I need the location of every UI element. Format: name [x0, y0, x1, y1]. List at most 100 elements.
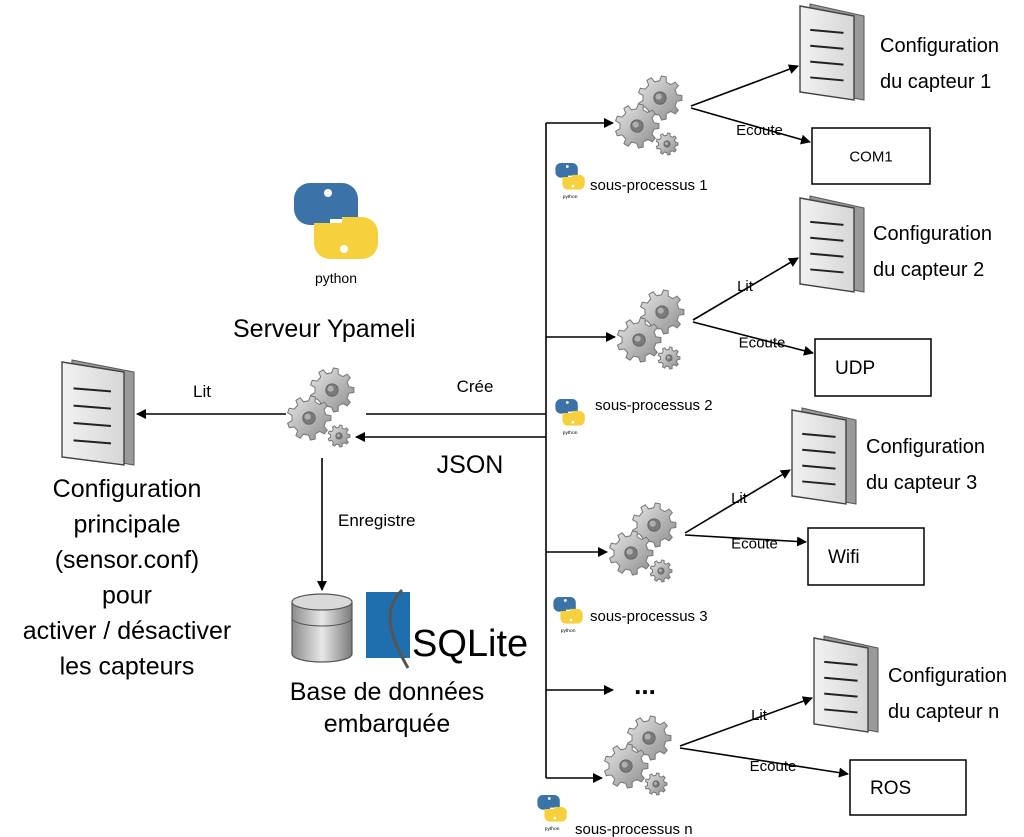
subprocess-4-python-logo-blue-half [537, 795, 564, 810]
subprocess-2-python-logo-yellow-half [561, 410, 585, 426]
server-gears-gear-large [309, 367, 355, 413]
subprocess-1-config-doc-text-line [810, 60, 844, 66]
subprocess-4-python-logo-eye-bottom [553, 816, 557, 820]
subprocess-2-listens-edge [692, 321, 814, 356]
subprocess-2-channel-box-label: UDP [835, 358, 875, 379]
subprocess-1-config-doc-text-line [810, 28, 844, 34]
subprocess-2-edge-label-ecoute: Ecoute [739, 335, 786, 352]
subprocess-3-config-doc-text-line [802, 448, 836, 454]
sqlite-logo-feather [388, 588, 410, 669]
subprocess-4-edge-label-ecoute: Ecoute [750, 758, 797, 775]
subprocess-3-gears-gear-left [608, 530, 654, 576]
subprocess-1-gears-gear-left [614, 103, 660, 149]
subprocess-4-python-logo: python [537, 795, 567, 832]
subprocess-4-gears [603, 715, 672, 796]
subprocess-1-edge-label-ecoute: Ecoute [736, 122, 783, 139]
main-config-doc-text-line [73, 439, 112, 445]
subprocess-3-gears-gear-small-hub-shine [658, 568, 662, 572]
server-gears-gear-small-hub-shine [336, 433, 340, 437]
subprocess-3-edge-label-ecoute: Ecoute [731, 536, 778, 553]
subprocess-3-reads-config-edge [684, 469, 791, 534]
subprocess-3-config-label-line: Configuration [866, 436, 985, 458]
database-ring [291, 617, 353, 627]
subprocess-1-reads-config-edge [690, 64, 799, 107]
subprocess-1-gears-gear-large-hub-shine [655, 93, 662, 100]
main-config-label-line: activer / désactiver [23, 617, 231, 645]
edge-label-cree: Crée [457, 377, 494, 396]
subprocess-4-channel-box [849, 759, 967, 816]
main-config-label-line: (sensor.conf) [55, 546, 200, 574]
sqlite-logo-wordmark: SQLite [412, 623, 528, 665]
subprocess-3-name: sous-processus 3 [590, 608, 708, 625]
subprocess-3-gears [608, 502, 677, 583]
subprocess-2-config-label-line: du capteur 2 [873, 259, 984, 281]
subprocess-2-config-doc-text-line [810, 220, 844, 226]
subprocess-2-gears [616, 289, 685, 370]
server-gears-gear-small [327, 424, 351, 448]
subprocess-2-reads-config-edge [692, 257, 799, 321]
subprocess-4-python-logo-yellow-half [543, 806, 567, 822]
server-gears-gear-left [286, 395, 332, 441]
subprocess-1-config-doc-text-line [810, 76, 844, 82]
subprocess-3-python-logo-yellow-half [559, 608, 583, 624]
subprocess-3-config-doc-text-line [802, 480, 836, 486]
database-label-line: embarquée [324, 710, 450, 738]
subprocess-3-listens-edge [684, 534, 807, 547]
subprocess-4-python-logo-eye-top [547, 797, 551, 800]
subprocess-4-gears-gear-large [626, 715, 672, 761]
main-config-doc-page [61, 361, 125, 466]
subprocess-3-channel-box [807, 527, 925, 586]
subprocess-1-listens-edge [690, 107, 811, 145]
subprocess-1-config-doc-page [799, 5, 855, 101]
python-logo-main-eye-bottom [340, 245, 348, 253]
edges [136, 64, 849, 783]
subprocess-4-config-doc [813, 635, 879, 733]
subprocess-4-config-doc-page [813, 637, 869, 733]
edge-label-json: JSON [437, 451, 504, 479]
subprocess-3-python-logo-blue-half [553, 597, 580, 612]
subprocess-4-reads-config-edge [679, 696, 813, 747]
subprocess-2-python-logo: python [555, 399, 585, 436]
sqlite-logo: SQLite [366, 588, 528, 669]
subprocess-4-config-doc-text-line [824, 676, 858, 682]
subprocess-1-name: sous-processus 1 [590, 177, 708, 194]
subprocess-2-python-logo-eye-bottom [571, 420, 575, 424]
edge-label-enregistre: Enregistre [338, 511, 415, 530]
subprocess-2-python-logo-blue-half [555, 399, 582, 414]
server-title: Serveur Ypameli [233, 315, 416, 343]
main-config-doc-text-line [73, 404, 112, 410]
sqlite-logo-box [366, 592, 410, 658]
subprocess-3-python-logo-wordmark: python [561, 628, 576, 634]
main-config-label-line: les capteurs [60, 653, 195, 681]
subprocess-2-config-doc-text-line [810, 268, 844, 274]
server-gears-gear-left-hub-shine [304, 413, 311, 420]
subprocess-3-gears-gear-small [649, 559, 673, 583]
subprocess-1-python-logo: python [555, 163, 585, 200]
subprocess-2-gears-gear-small-hub-shine [666, 355, 670, 359]
subprocess-1-config-label-line: Configuration [880, 35, 999, 57]
subprocess-3-python-logo-eye-top [563, 599, 567, 602]
subprocess-1-python-logo-blue-half [555, 163, 582, 178]
subprocess-1-channel-box [811, 127, 931, 185]
subprocess-3-config-doc [791, 407, 857, 505]
subprocess-1-gears-gear-large [637, 75, 683, 121]
main-config-doc [61, 359, 135, 466]
subprocess-3-gears-gear-left-hub-shine [626, 548, 633, 555]
subprocess-4-python-logo-wordmark: python [545, 826, 560, 832]
subprocess-3-edge-label-lit: Lit [731, 490, 748, 507]
python-logo-main-eye-top [324, 189, 332, 197]
python-logo-main-wordmark: python [315, 270, 357, 286]
subprocess-2-gears-gear-left [616, 317, 662, 363]
main-config-doc-text-line [73, 422, 112, 427]
subprocess-2-config-doc-text-line [810, 236, 844, 242]
subprocess-4-config-doc-text-line [824, 660, 858, 666]
ellipsis-label: ... [634, 670, 656, 700]
subprocess-2-gears-gear-left-hub-shine [634, 335, 641, 342]
subprocess-3-config-doc-page [791, 409, 847, 505]
main-config-doc-text-line [73, 387, 112, 393]
subprocess-2-config-label-line: Configuration [873, 223, 992, 245]
subprocess-4-config-doc-text-line [824, 708, 858, 714]
subprocess-1-channel-box-label: COM1 [849, 148, 892, 165]
database-body [291, 602, 353, 663]
